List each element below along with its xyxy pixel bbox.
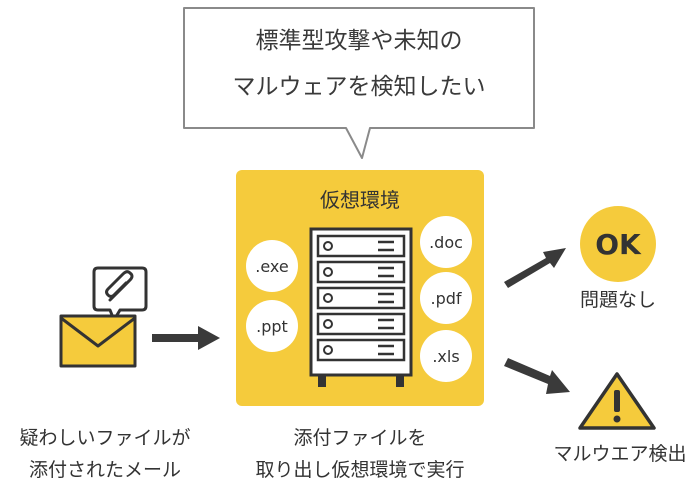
server-rack-icon: [309, 227, 413, 387]
sandbox-title: 仮想環境: [320, 188, 400, 212]
callout-text: 標準型攻撃や未知の マルウェアを検知したい: [184, 18, 534, 110]
email-icon: [59, 266, 148, 368]
file-badge-ppt: .ppt: [246, 300, 298, 352]
file-badge-pdf: .pdf: [420, 272, 472, 324]
email-caption: 疑わしいファイルが 添付されたメール: [0, 422, 210, 486]
callout-line-2: マルウェアを検知したい: [232, 74, 486, 100]
ok-badge: OK: [580, 206, 656, 282]
arrow-to-ok: [504, 248, 566, 288]
sandbox-caption-line-1: 添付ファイルを: [293, 427, 427, 449]
callout-line-1: 標準型攻撃や未知の: [255, 28, 463, 54]
email-caption-line-1: 疑わしいファイルが: [19, 427, 191, 449]
warning-icon: [578, 372, 656, 430]
file-badge-xls: .xls: [420, 330, 472, 382]
arrow-to-sandbox: [152, 326, 220, 350]
file-badge-doc: .doc: [420, 216, 472, 268]
arrow-to-malware: [504, 358, 570, 394]
email-caption-line-2: 添付されたメール: [28, 459, 181, 481]
malware-caption: マルウエア検出: [553, 443, 687, 465]
ok-caption: 問題なし: [579, 289, 656, 311]
sandbox-caption-line-2: 取り出し仮想環境で実行: [255, 459, 465, 481]
sandbox-caption: 添付ファイルを 取り出し仮想環境で実行: [230, 422, 490, 486]
file-badge-exe: .exe: [246, 240, 298, 292]
